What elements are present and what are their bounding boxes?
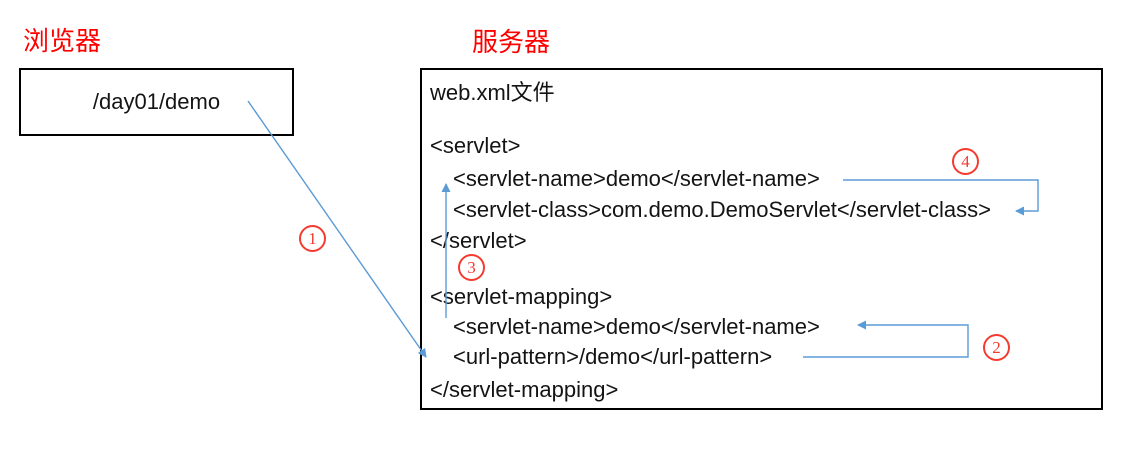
step-marker-2: 2 — [983, 334, 1010, 361]
xml-line-servlet-class: <servlet-class>com.demo.DemoServlet</ser… — [453, 197, 991, 222]
xml-line-url-pattern: <url-pattern>/demo</url-pattern> — [453, 344, 773, 369]
step-marker-3: 3 — [458, 254, 485, 281]
browser-request-box: /day01/demo — [19, 68, 294, 136]
webxml-file-title: web.xml文件 — [430, 80, 555, 105]
xml-line-servlet-close: </servlet> — [430, 228, 527, 253]
arrow-1-request-to-server-icon — [247, 100, 427, 358]
request-url-text: /day01/demo — [92, 89, 221, 114]
server-zone-label: 服务器 — [472, 28, 551, 57]
xml-line-mapping-close: </servlet-mapping> — [430, 377, 619, 402]
browser-zone-label: 浏览器 — [23, 27, 102, 56]
xml-line-servlet-name: <servlet-name>demo</servlet-name> — [453, 166, 820, 191]
step-marker-1: 1 — [299, 225, 326, 252]
xml-line-servlet-open: <servlet> — [430, 133, 521, 158]
step-marker-4: 4 — [952, 148, 979, 175]
xml-line-mapping-open: <servlet-mapping> — [430, 284, 613, 309]
xml-line-mapping-servlet-name: <servlet-name>demo</servlet-name> — [453, 314, 820, 339]
